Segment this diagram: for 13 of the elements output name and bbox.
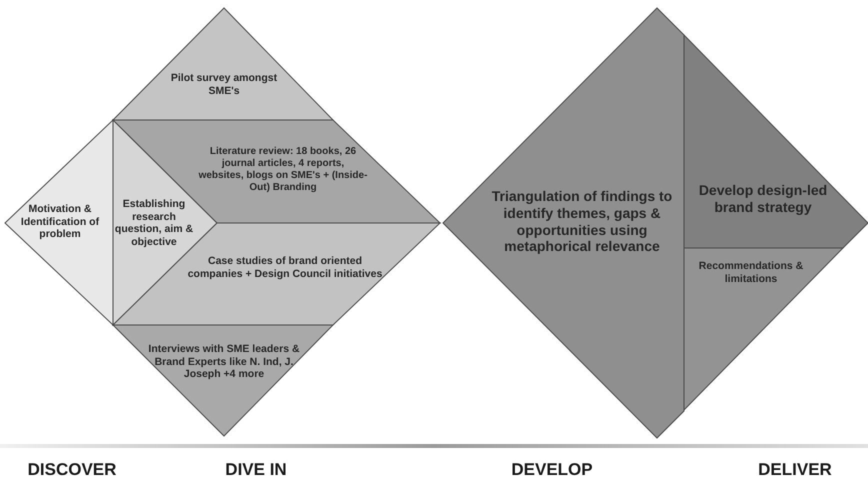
region-text: Pilot survey amongst SME's xyxy=(170,72,278,98)
region-text: Motivation & Identification of problem xyxy=(20,203,100,241)
region-text: Triangulation of findings to identify themes, gaps & opportunities using metaphorical relevance xyxy=(490,188,674,256)
region-text: Develop design-led brand strategy xyxy=(698,182,828,216)
region-text: Interviews with SME leaders & Brand Experts like N. Ind, J. Joseph +4 more xyxy=(147,343,301,381)
region-text: Establishing research question, aim & objective xyxy=(114,198,194,248)
region-text: Case studies of brand oriented companies + Design Council initiatives xyxy=(186,255,384,280)
phase-label: DELIVER xyxy=(758,460,832,480)
phase-label: DEVELOP xyxy=(511,460,593,480)
region-text: Recommendations & limitations xyxy=(698,260,804,286)
region-text: Literature review: 18 books, 26 journal articles, 4 reports, websites, blogs on SME's + (Inside-Out) Branding xyxy=(198,146,368,194)
phase-label: DIVE IN xyxy=(225,460,287,480)
phase-label: DISCOVER xyxy=(28,460,116,480)
